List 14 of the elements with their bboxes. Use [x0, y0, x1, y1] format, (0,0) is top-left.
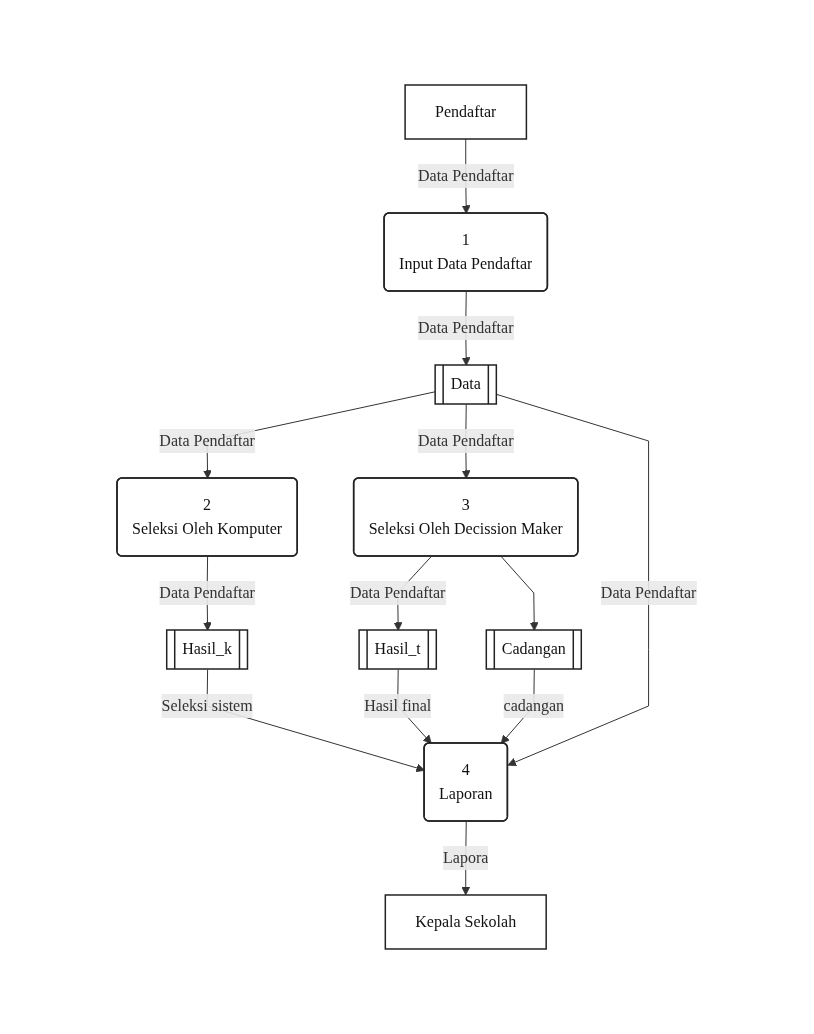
node-box: Pendaftar [404, 84, 528, 140]
edge-label: Data Pendaftar [601, 583, 697, 601]
edge-label: Data Pendaftar [418, 431, 514, 449]
edge-label: Data Pendaftar [159, 431, 256, 449]
node-box: Kepala Sekolah [384, 894, 548, 950]
edge-label: cadangan [503, 696, 565, 714]
edge-label: Hasil final [364, 696, 432, 714]
edge-label: Data Pendaftar [350, 583, 446, 601]
edge-label: Lapora [443, 848, 489, 866]
arrow [496, 393, 650, 767]
edge-label: Seleksi sistem [161, 696, 253, 714]
edge-label: Data Pendaftar [418, 167, 514, 184]
edge-label: Data Pendaftar [418, 319, 514, 336]
edge-label: Data Pendaftar [159, 583, 256, 601]
